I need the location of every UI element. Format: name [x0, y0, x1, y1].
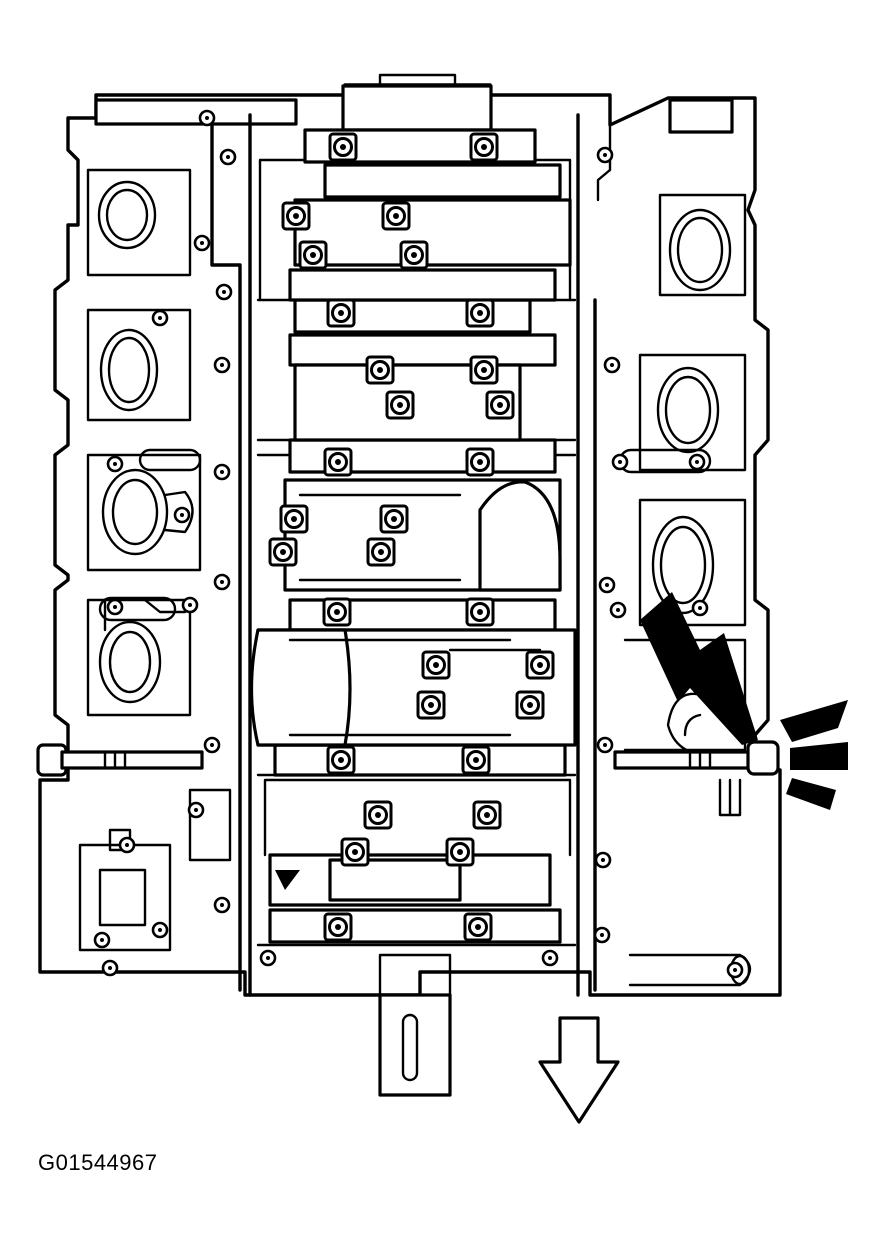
left-bank [86, 168, 202, 717]
block-outline [38, 83, 782, 997]
direction-arrow-icon [538, 1016, 620, 1124]
side-bolt-left [36, 743, 204, 777]
attention-arrow-icon [640, 592, 758, 745]
crankshaft [249, 198, 577, 1097]
left-rail [210, 113, 252, 997]
figure-id-label: G01544967 [38, 1150, 158, 1175]
oil-pump-housing [78, 788, 232, 952]
right-bank [618, 193, 752, 987]
right-rail [576, 113, 597, 997]
top-cap [341, 84, 493, 132]
flash-marks-icon [780, 700, 848, 810]
side-bolt-right[interactable] [613, 740, 780, 776]
